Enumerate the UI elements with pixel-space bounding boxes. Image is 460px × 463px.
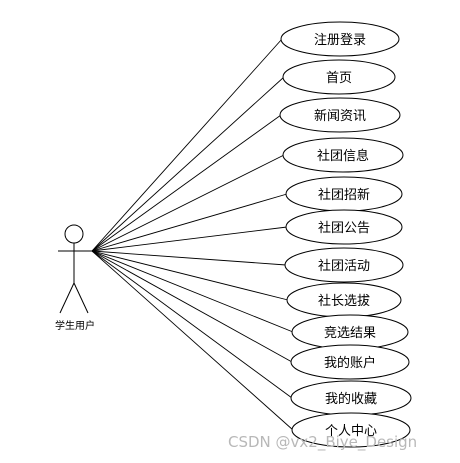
association-line <box>91 76 285 252</box>
actor-left-leg <box>59 282 75 314</box>
use-case-ellipse <box>279 97 401 133</box>
use-case-ellipse <box>280 21 400 57</box>
use-case-ellipse <box>285 209 403 245</box>
association-line <box>91 250 287 266</box>
use-cases: 注册登录首页新闻资讯社团信息社团招新社团公告社团活动社长选拔竞选结果我的账户我的… <box>279 21 412 448</box>
actor-head <box>64 224 84 244</box>
actor-right-leg <box>73 282 89 314</box>
actor-label: 学生用户 <box>55 319 95 332</box>
association-line <box>91 114 282 252</box>
actor-figure <box>58 224 92 314</box>
association-line <box>91 250 294 333</box>
use-case-ellipse <box>284 247 404 283</box>
association-line <box>91 250 293 363</box>
use-case-ellipse <box>282 137 404 173</box>
use-case-label: 社团公告 <box>318 220 370 236</box>
use-case-label: 我的收藏 <box>325 391 377 407</box>
association-line <box>91 250 294 431</box>
use-case-label: 社长选拔 <box>318 293 370 309</box>
association-line <box>91 154 285 252</box>
use-case-label: 注册登录 <box>314 33 366 48</box>
association-line <box>91 250 293 399</box>
use-case-label: 我的账户 <box>324 355 376 371</box>
association-line <box>91 250 289 301</box>
association-line <box>91 38 283 252</box>
use-case-label: 新闻资讯 <box>314 108 366 124</box>
use-case-label: 竞选结果 <box>324 325 376 341</box>
use-case-label: 个人中心 <box>325 424 377 439</box>
association-line <box>91 226 288 252</box>
use-case-label: 社团活动 <box>318 258 370 274</box>
association-line <box>91 193 288 252</box>
use-case-label: 社团信息 <box>317 148 369 164</box>
use-case-label: 首页 <box>326 71 352 86</box>
association-lines <box>91 38 294 431</box>
watermark: CSDN @vx2_Biye_Design <box>228 433 417 452</box>
use-case-ellipse <box>282 59 396 95</box>
use-case-ellipse <box>290 344 410 380</box>
use-case-label: 社团招新 <box>318 187 370 203</box>
use-case-ellipse <box>291 412 411 448</box>
